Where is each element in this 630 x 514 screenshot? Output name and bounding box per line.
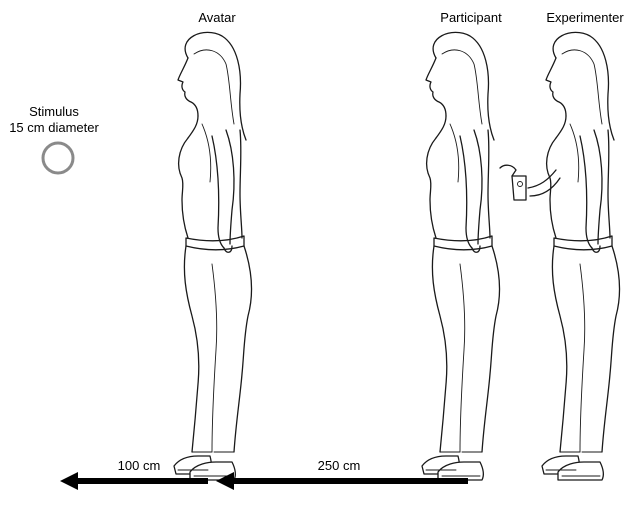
distance-arrow-near — [60, 472, 208, 490]
avatar-label: Avatar — [187, 10, 247, 26]
stimulus-size: 15 cm diameter — [4, 120, 104, 136]
experimenter-label: Experimenter — [540, 10, 630, 26]
distance-label-near: 100 cm — [104, 458, 174, 474]
distance-label-far: 250 cm — [304, 458, 374, 474]
experimenter-figure — [542, 32, 619, 480]
avatar-figure — [174, 32, 251, 480]
distance-arrow-far — [216, 472, 468, 490]
stimulus-circle — [43, 143, 73, 173]
stimulus-title: Stimulus — [4, 104, 104, 120]
participant-label: Participant — [426, 10, 516, 26]
participant-figure — [422, 32, 499, 480]
